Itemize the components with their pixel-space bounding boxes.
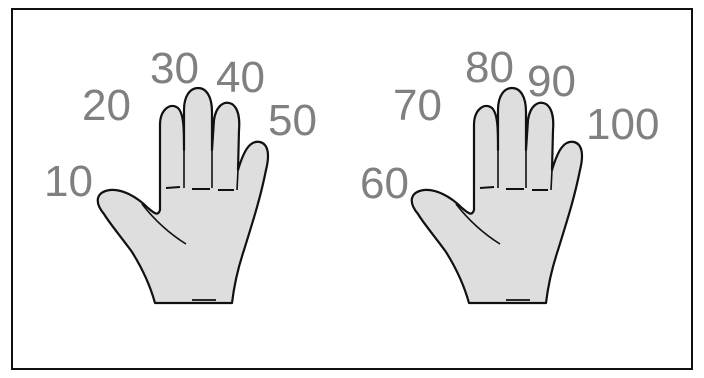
label-80: 80 [465,43,514,92]
label-20: 20 [82,81,131,130]
label-100: 100 [586,100,659,149]
diagram-frame [11,8,693,370]
label-70: 70 [393,81,442,130]
label-10: 10 [44,157,93,206]
label-60: 60 [360,159,409,208]
label-90: 90 [527,57,576,106]
label-50: 50 [268,96,317,145]
label-40: 40 [216,53,265,102]
label-30: 30 [150,44,199,93]
